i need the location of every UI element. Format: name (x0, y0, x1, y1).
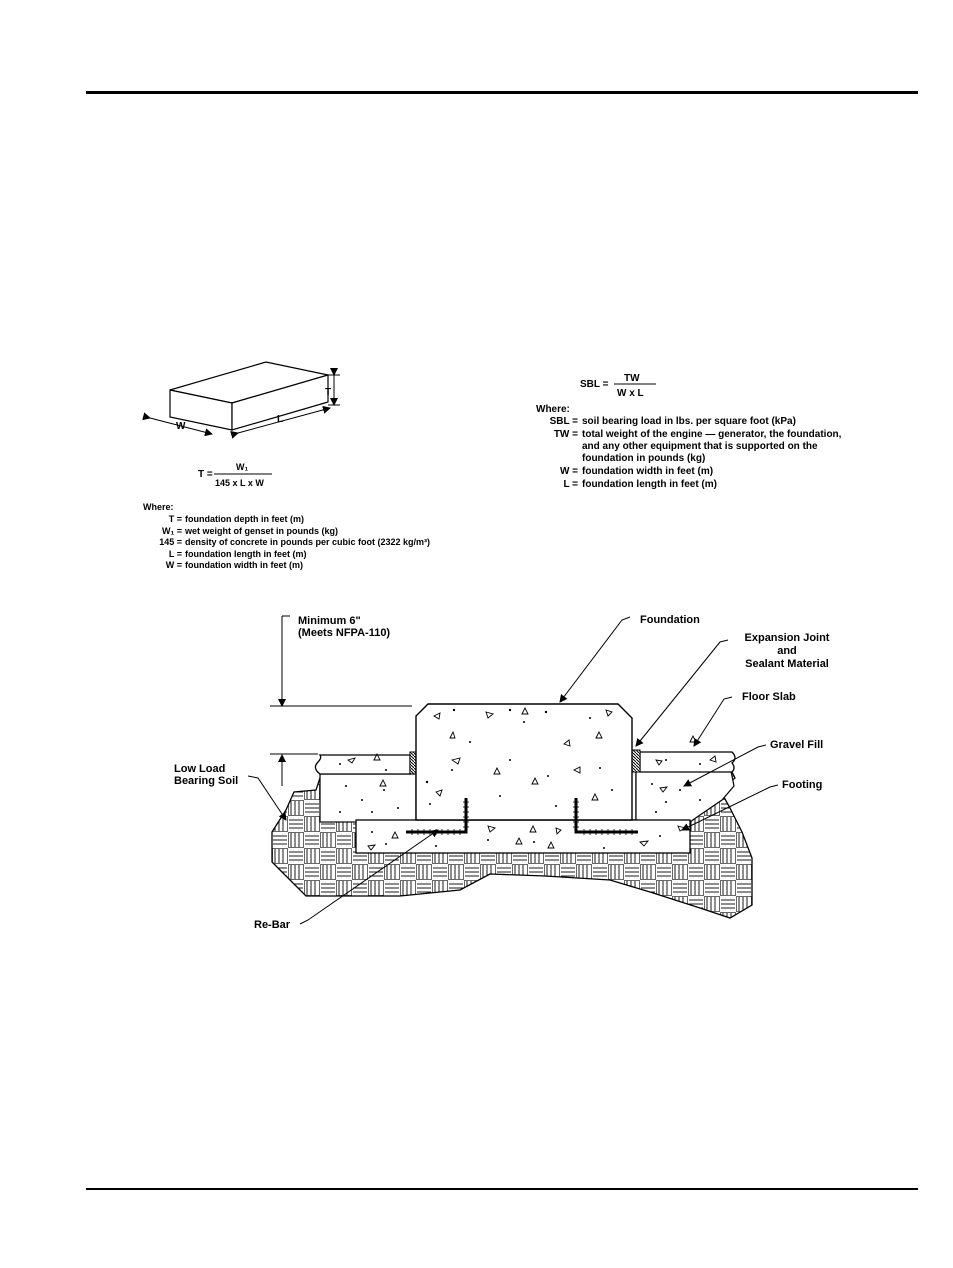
rebar-right (574, 798, 638, 834)
label-minimum: Minimum 6" (298, 615, 361, 627)
dim-l-label: L (277, 414, 283, 425)
def-text: total weight of the engine — generator, … (582, 429, 842, 440)
def-term: TW = (554, 429, 578, 440)
gravel-fill-left (319, 773, 417, 823)
def-text: and any other equipment that is supporte… (582, 441, 818, 452)
def-term: L = (563, 479, 578, 490)
def-term: 145 = (159, 537, 182, 547)
formula-sbl: SBL = TW W x L Where: SBL = soil bearing… (536, 373, 842, 490)
def-term: T = (169, 514, 182, 524)
def-term: W = (560, 466, 578, 477)
label-gravel-fill: Gravel Fill (770, 739, 823, 751)
def-text: foundation depth in feet (m) (185, 514, 304, 524)
formula-t: T = W₁ 145 x L x W Where: T = foundation… (143, 462, 430, 570)
foundation-pedestal (415, 703, 633, 821)
concrete-aggregate (339, 708, 701, 849)
label-low-load: Low Load (174, 763, 225, 775)
label-foundation: Foundation (640, 614, 700, 626)
expansion-joint-left (409, 751, 417, 775)
dim-w-label: W (176, 421, 186, 432)
formula-t-numerator: W₁ (236, 462, 248, 472)
label-expansion-and: and (777, 645, 797, 657)
dim-t-label: T (325, 387, 331, 398)
def-term: L = (169, 549, 182, 559)
def-term: W₁ = (162, 526, 182, 536)
label-floor-slab: Floor Slab (742, 691, 796, 703)
def-text: soil bearing load in lbs. per square foo… (582, 416, 796, 427)
header-rule (86, 91, 918, 94)
label-sealant-material: Sealant Material (745, 658, 829, 670)
expansion-joint-right (631, 749, 641, 773)
def-text: foundation width in feet (m) (582, 466, 713, 477)
def-text: foundation width in feet (m) (185, 560, 303, 570)
formula-sbl-denominator: W x L (617, 388, 644, 399)
def-text: density of concrete in pounds per cubic … (185, 537, 430, 547)
label-footing: Footing (782, 779, 822, 791)
floor-slab-left (314, 754, 411, 775)
footer-rule (86, 1188, 918, 1190)
def-text: foundation length in feet (m) (185, 549, 306, 559)
formula-t-denominator: 145 x L x W (215, 478, 264, 488)
label-minimum-nfpa: (Meets NFPA-110) (298, 627, 390, 639)
foundation-cross-section (247, 615, 779, 925)
def-term: W = (166, 560, 182, 570)
label-rebar: Re-Bar (254, 919, 291, 931)
formula-sbl-numerator: TW (624, 373, 640, 384)
label-bearing-soil: Bearing Soil (174, 775, 238, 787)
formula-sbl-where: Where: (536, 404, 570, 415)
footing (355, 819, 691, 854)
formula-t-where: Where: (143, 502, 174, 512)
floor-slab-right (639, 751, 736, 773)
def-text: foundation length in feet (m) (582, 479, 717, 490)
formula-sbl-lhs: SBL = (580, 379, 609, 390)
label-expansion-joint: Expansion Joint (745, 632, 830, 644)
def-text: wet weight of genset in pounds (kg) (184, 526, 338, 536)
def-text: foundation in pounds (kg) (582, 453, 705, 464)
foundation-block-diagram (142, 361, 340, 439)
rebar-left (406, 798, 468, 834)
def-term: SBL = (550, 416, 579, 427)
formula-t-lhs: T = (198, 469, 213, 480)
